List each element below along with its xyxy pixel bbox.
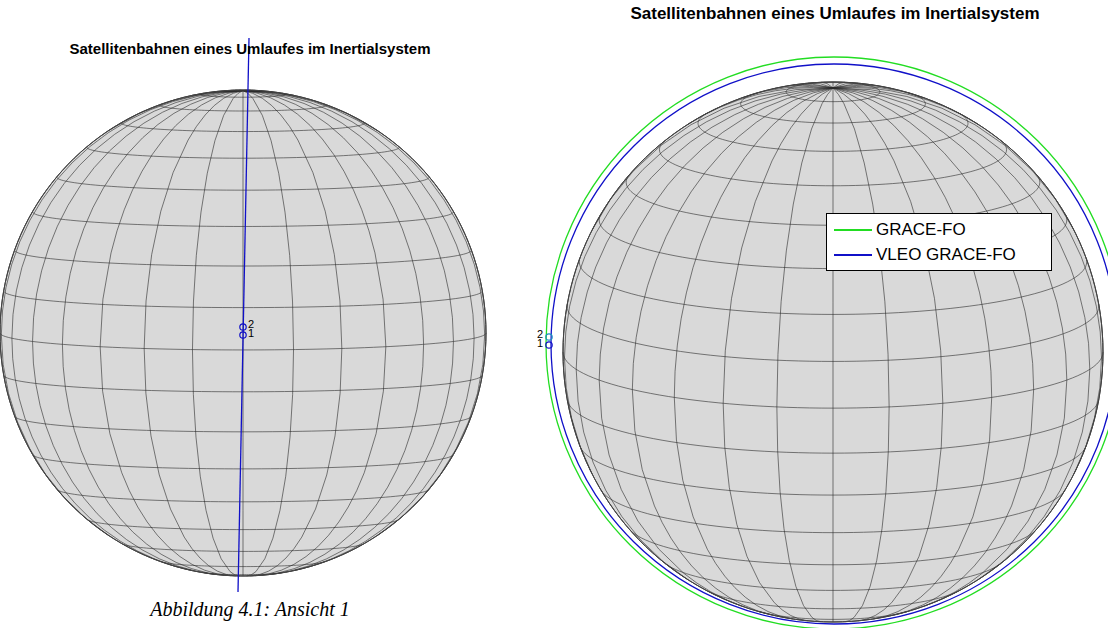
position-marker [546,334,552,340]
sphere [563,82,1103,622]
legend-line-sample [834,254,872,256]
position-marker [240,324,246,330]
legend-text: VLEO GRACE-FO [876,245,1016,265]
position-marker [240,332,246,338]
orbit-grace-fo [546,57,1108,628]
graticule [563,82,1103,622]
orbit-vleo [551,64,1108,624]
legend-line-sample [834,229,872,231]
chart-title: Satellitenbahnen eines Umlaufes im Inert… [70,40,431,57]
figure-caption: Abbildung 4.1: Ansicht 1 [150,598,350,621]
globe-right [563,82,1103,622]
point-number: 1 [248,328,254,339]
chart-title: Satellitenbahnen eines Umlaufes im Inert… [630,4,1039,24]
legend-entry: GRACE-FO [827,217,1051,242]
legend-entry: VLEO GRACE-FO [827,242,1051,267]
orbit-line [238,38,249,592]
position-marker [546,342,552,348]
legend-box: GRACE-FO VLEO GRACE-FO [826,213,1052,271]
point-number: 1 [537,338,543,349]
legend-text: GRACE-FO [876,220,966,240]
sphere-outline [563,82,1103,622]
